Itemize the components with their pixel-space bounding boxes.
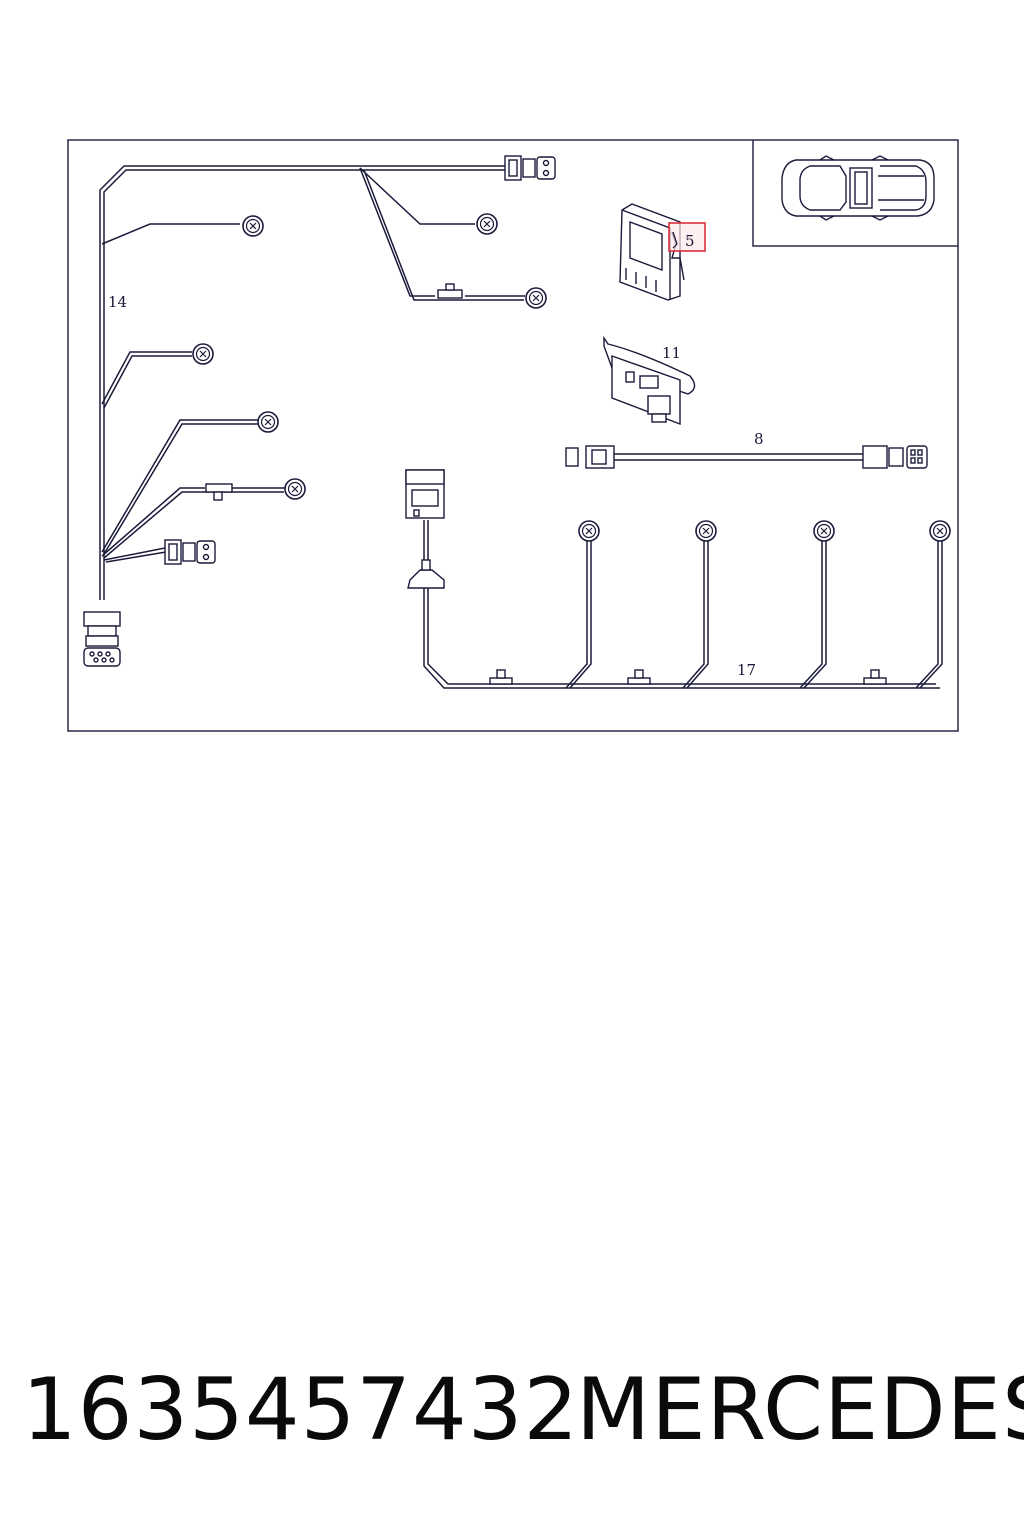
grommet-14-c bbox=[525, 287, 547, 309]
part-5-highlight bbox=[668, 222, 706, 252]
diagram-frame bbox=[67, 139, 959, 732]
callout-11: 11 bbox=[662, 344, 681, 362]
footer: 1635457432 MERCEDES bbox=[0, 1360, 1024, 1480]
clip-17-a bbox=[489, 669, 513, 685]
grommet-17-a bbox=[578, 520, 600, 542]
callout-5: 5 bbox=[685, 232, 695, 250]
grommet-14-e bbox=[257, 411, 279, 433]
main-connector-14 bbox=[83, 611, 121, 667]
connector-top-right-14 bbox=[504, 155, 556, 181]
grommet-14-b bbox=[476, 213, 498, 235]
grommet-17-b bbox=[695, 520, 717, 542]
harness-17 bbox=[423, 520, 943, 689]
clip-14-b bbox=[205, 483, 233, 501]
harness-14-connectors bbox=[83, 155, 556, 667]
callout-14: 14 bbox=[108, 293, 127, 311]
grommet-17-c bbox=[813, 520, 835, 542]
callout-17: 17 bbox=[737, 661, 756, 679]
clip-14-a bbox=[437, 283, 463, 299]
connector-left-14 bbox=[164, 539, 216, 565]
grommet-14-a bbox=[242, 215, 264, 237]
clip-17-b bbox=[627, 669, 651, 685]
control-unit-5 bbox=[619, 203, 685, 301]
callout-8: 8 bbox=[754, 430, 764, 448]
grommet-17-d bbox=[929, 520, 951, 542]
part-number: 1635457432 bbox=[22, 1360, 580, 1460]
clip-17-c bbox=[863, 669, 887, 685]
harness-8 bbox=[614, 453, 865, 461]
wiring-harness-diagram: 14 5 11 8 17 bbox=[67, 139, 959, 732]
vehicle-inset bbox=[752, 140, 958, 247]
grommet-14-f bbox=[284, 478, 306, 500]
clip-17-t bbox=[407, 569, 445, 589]
harness-14 bbox=[99, 165, 525, 600]
brand-name: MERCEDES bbox=[576, 1360, 1024, 1460]
grommet-14-d bbox=[192, 343, 214, 365]
harness-8-connectors bbox=[565, 445, 928, 469]
harness-17-connectors bbox=[405, 469, 951, 685]
switch-panel-11 bbox=[603, 335, 696, 426]
vehicle-top-view-icon bbox=[781, 155, 935, 221]
